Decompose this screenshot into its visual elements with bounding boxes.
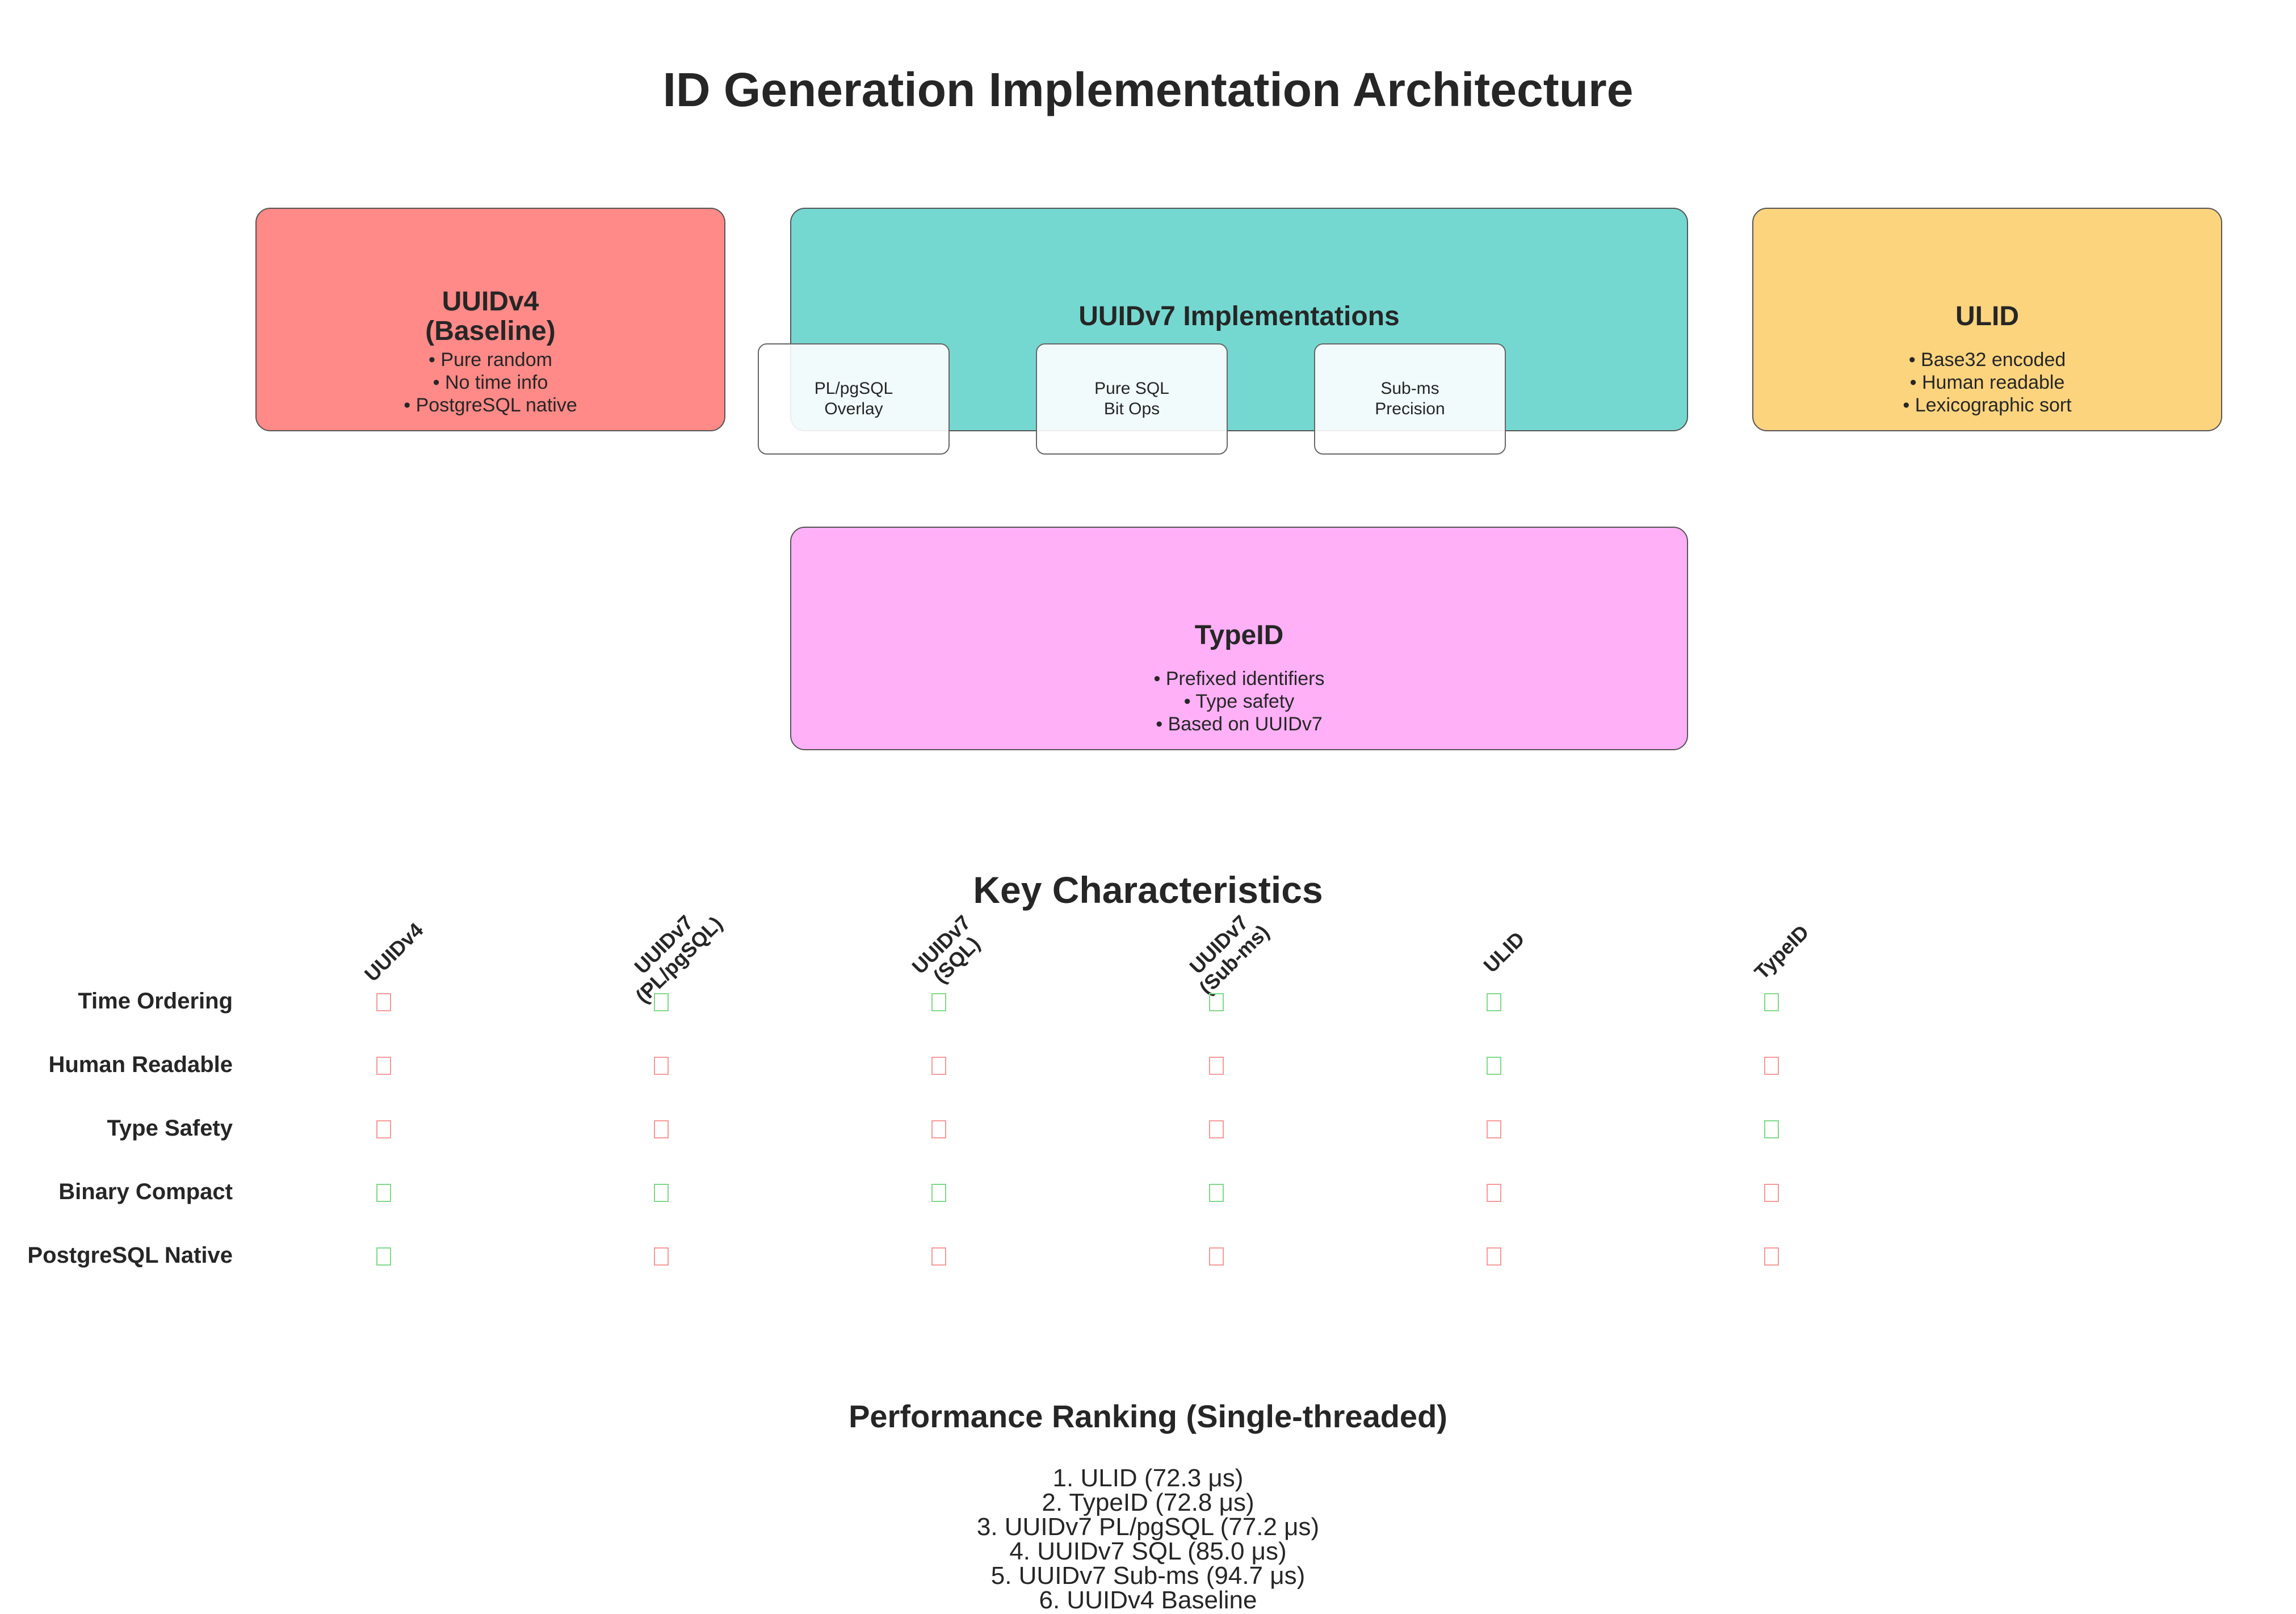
- uuidv7-sql-subbox: Pure SQL Bit Ops: [1036, 343, 1228, 455]
- uuidv7-title: UUIDv7 Implementations: [1078, 301, 1400, 331]
- performance-title: Performance Ranking (Single-threaded): [849, 1398, 1447, 1434]
- check-mark-icon: [376, 1247, 391, 1266]
- check-mark-icon: [1764, 993, 1779, 1011]
- cross-mark-icon: [1764, 1247, 1779, 1266]
- performance-item: 2. TypeID (72.8 μs): [1042, 1489, 1254, 1516]
- subbox-line: Sub-ms: [1380, 379, 1439, 398]
- cross-mark-icon: [654, 1057, 669, 1075]
- uuidv7-subms-subbox: Sub-ms Precision: [1314, 343, 1506, 455]
- check-mark-icon: [654, 1184, 669, 1202]
- performance-item: 1. ULID (72.3 μs): [1052, 1464, 1244, 1492]
- cross-mark-icon: [654, 1247, 669, 1266]
- check-mark-icon: [1209, 993, 1224, 1011]
- uuidv4-bullet: • Pure random: [429, 349, 552, 371]
- performance-item: 3. UUIDv7 PL/pgSQL (77.2 μs): [976, 1513, 1320, 1541]
- ulid-bullet: • Lexicographic sort: [1903, 394, 2072, 416]
- check-mark-icon: [931, 1184, 946, 1202]
- check-mark-icon: [654, 993, 669, 1011]
- cross-mark-icon: [1764, 1184, 1779, 1202]
- cross-mark-icon: [1209, 1120, 1224, 1138]
- cross-mark-icon: [1487, 1120, 1501, 1138]
- typeid-bullet: • Type safety: [1183, 691, 1295, 712]
- check-mark-icon: [1764, 1120, 1779, 1138]
- typeid-title: TypeID: [1194, 620, 1284, 650]
- cross-mark-icon: [1487, 1184, 1501, 1202]
- uuidv4-title-line2: (Baseline): [425, 316, 556, 346]
- subbox-line: Pure SQL: [1094, 379, 1169, 398]
- subbox-line: PL/pgSQL: [814, 379, 893, 398]
- cross-mark-icon: [1209, 1247, 1224, 1266]
- ulid-box: ULID • Base32 encoded • Human readable •…: [1752, 208, 2222, 431]
- subbox-line: Overlay: [824, 400, 883, 418]
- page-title: ID Generation Implementation Architectur…: [662, 63, 1634, 116]
- characteristics-title: Key Characteristics: [973, 869, 1323, 911]
- check-mark-icon: [1487, 1057, 1501, 1075]
- ulid-bullets: • Base32 encoded • Human readable • Lexi…: [1753, 348, 2221, 417]
- uuidv4-title-line1: UUIDv4: [442, 287, 539, 317]
- row-label: Human Readable: [48, 1052, 233, 1077]
- cross-mark-icon: [931, 1247, 946, 1266]
- check-mark-icon: [1487, 993, 1501, 1011]
- uuidv4-bullet: • No time info: [433, 372, 548, 393]
- cross-mark-icon: [376, 1057, 391, 1075]
- performance-item: 6. UUIDv4 Baseline: [1039, 1586, 1257, 1614]
- check-mark-icon: [1209, 1184, 1224, 1202]
- cross-mark-icon: [931, 1057, 946, 1075]
- performance-list: 1. ULID (72.3 μs) 2. TypeID (72.8 μs) 3.…: [0, 1464, 2296, 1614]
- cross-mark-icon: [931, 1120, 946, 1138]
- uuidv4-bullet: • PostgreSQL native: [404, 394, 577, 416]
- row-label: Time Ordering: [78, 989, 233, 1014]
- row-label: Type Safety: [107, 1116, 233, 1141]
- ulid-bullet: • Human readable: [1909, 372, 2065, 393]
- cross-mark-icon: [1764, 1057, 1779, 1075]
- performance-item: 4. UUIDv7 SQL (85.0 μs): [1009, 1537, 1287, 1565]
- subbox-line: Precision: [1375, 400, 1445, 418]
- check-mark-icon: [376, 1184, 391, 1202]
- cross-mark-icon: [376, 1120, 391, 1138]
- row-label: Binary Compact: [58, 1179, 233, 1204]
- ulid-bullet: • Base32 encoded: [1908, 349, 2066, 371]
- performance-item: 5. UUIDv7 Sub-ms (94.7 μs): [990, 1562, 1306, 1590]
- cross-mark-icon: [1487, 1247, 1501, 1266]
- uuidv4-title: UUIDv4 (Baseline): [257, 287, 724, 346]
- cross-mark-icon: [376, 993, 391, 1011]
- check-mark-icon: [931, 993, 946, 1011]
- typeid-bullet: • Prefixed identifiers: [1153, 668, 1325, 690]
- uuidv7-plpgsql-subbox: PL/pgSQL Overlay: [758, 343, 950, 455]
- ulid-title: ULID: [1955, 301, 2019, 331]
- cross-mark-icon: [1209, 1057, 1224, 1075]
- typeid-bullets: • Prefixed identifiers • Type safety • B…: [791, 667, 1687, 735]
- typeid-box: TypeID • Prefixed identifiers • Type saf…: [790, 527, 1688, 750]
- uuidv4-box: UUIDv4 (Baseline) • Pure random • No tim…: [255, 208, 725, 431]
- cross-mark-icon: [654, 1120, 669, 1138]
- subbox-line: Bit Ops: [1103, 400, 1160, 418]
- row-label: PostgreSQL Native: [27, 1243, 233, 1268]
- typeid-bullet: • Based on UUIDv7: [1156, 713, 1323, 735]
- uuidv4-bullets: • Pure random • No time info • PostgreSQ…: [257, 348, 724, 417]
